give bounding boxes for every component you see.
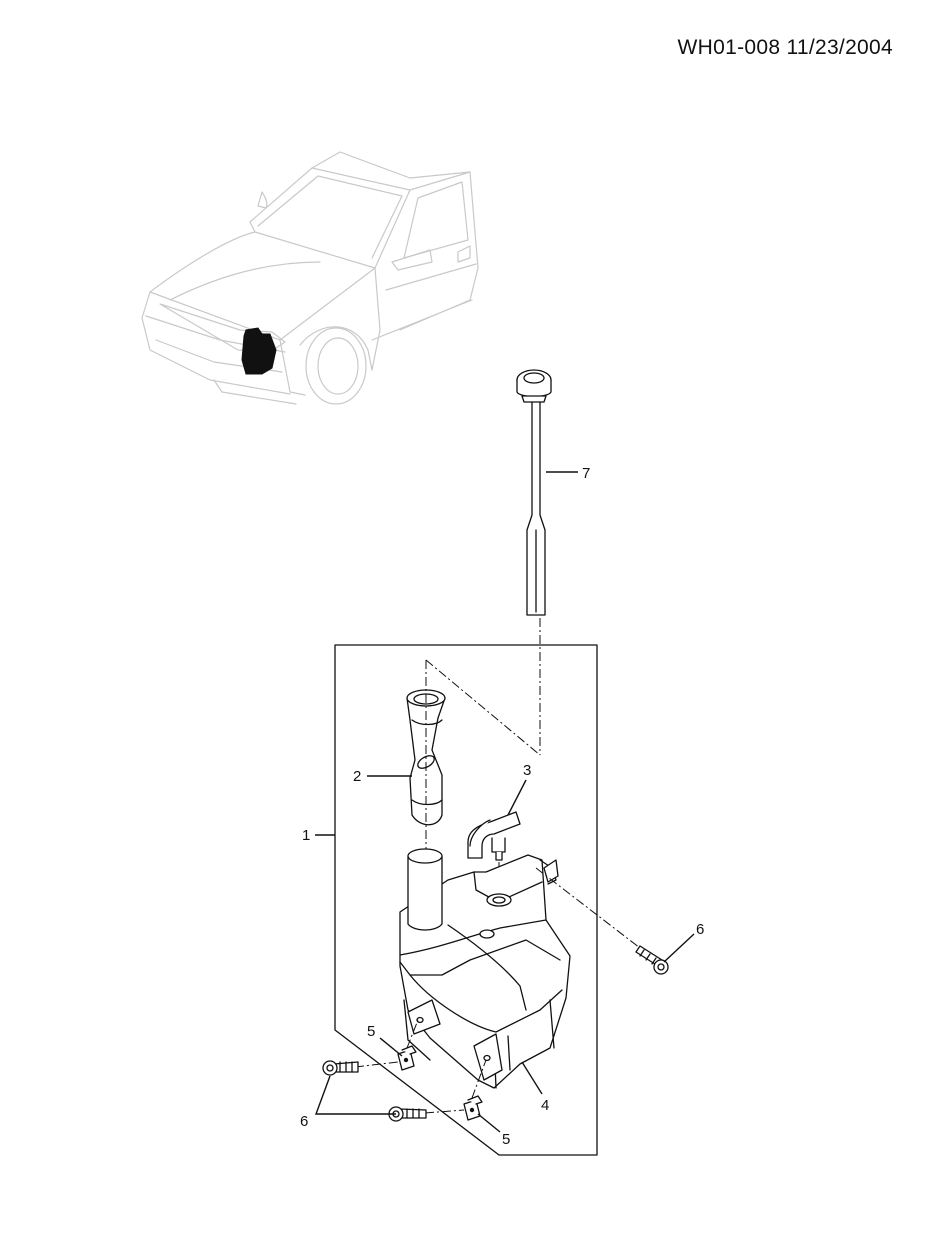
callout-1: 1 (302, 827, 310, 844)
dipstick-cap-7 (516, 369, 552, 755)
diagram-code-date: WH01-008 11/23/2004 (677, 36, 893, 59)
vehicle-locator (141, 151, 479, 405)
screw-6-right (535, 867, 669, 975)
callout-4: 4 (541, 1097, 549, 1114)
screw-6-left-upper (322, 1060, 399, 1076)
filler-neck-2 (406, 659, 541, 860)
callout-2: 2 (353, 768, 361, 785)
callout-7: 7 (582, 465, 590, 482)
screw-6-left-lower (388, 1106, 465, 1122)
nut-clip-5b (463, 1095, 483, 1121)
leader-lines (314, 471, 695, 1133)
reservoir-tank-4 (399, 848, 571, 1089)
callout-6-left: 6 (300, 1113, 308, 1130)
nut-clip-5a (397, 1045, 417, 1071)
callout-5-upper: 5 (367, 1023, 375, 1040)
callout-3: 3 (523, 762, 531, 779)
vent-hose-3 (467, 811, 521, 895)
reservoir-location-highlight (241, 327, 277, 375)
callout-5-lower: 5 (502, 1131, 510, 1148)
kit-boundary (334, 644, 598, 1156)
callout-6-right: 6 (696, 921, 704, 938)
